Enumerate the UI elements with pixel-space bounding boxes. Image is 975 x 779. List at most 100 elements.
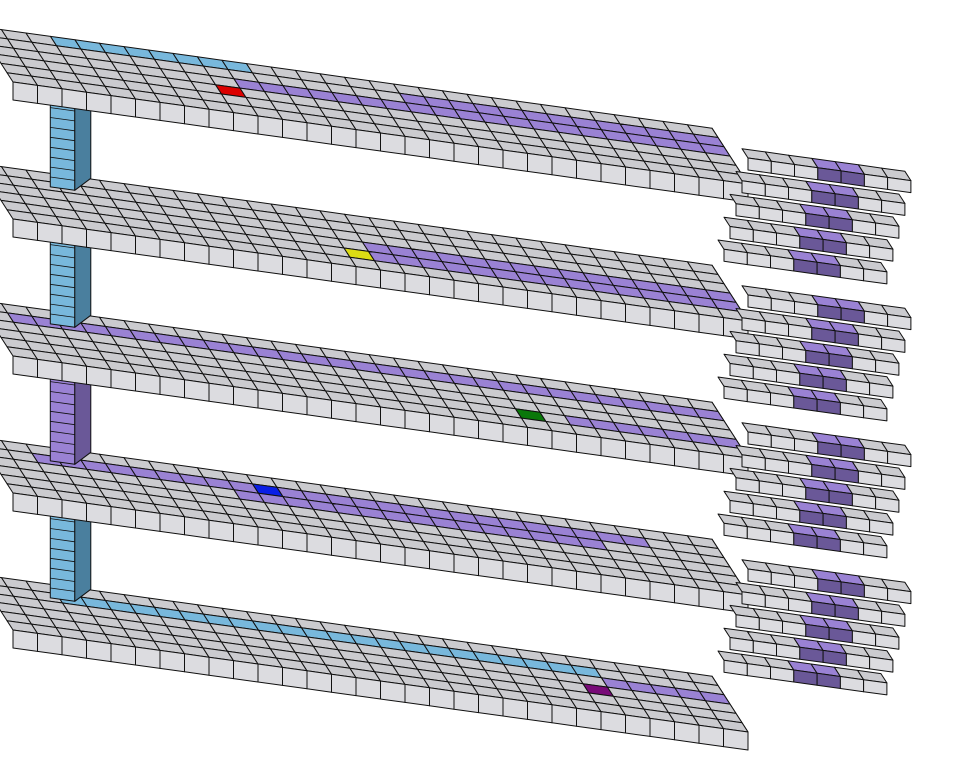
- floor-edge-tile: [12, 355, 38, 378]
- floor-edge-tile: [110, 95, 136, 118]
- floor-edge-tile: [135, 98, 161, 121]
- stair-riser: [881, 473, 906, 490]
- stair-riser: [851, 493, 877, 510]
- floor-edge-tile: [86, 228, 112, 252]
- floor-edge-tile: [674, 173, 700, 196]
- stair-riser: [746, 526, 771, 543]
- stair-riser: [770, 666, 795, 683]
- floor-3: [0, 302, 749, 477]
- floor-edge-tile: [110, 506, 136, 529]
- pillar-step-line: [50, 303, 75, 308]
- floor-edge-tile: [184, 242, 210, 265]
- floor-edge-tile: [159, 649, 185, 673]
- stair-riser: [764, 320, 789, 337]
- stair-riser: [857, 196, 883, 213]
- floor-edge-tile: [625, 166, 651, 189]
- floor-edge-tile: [674, 721, 700, 744]
- floor-edge-tile: [12, 492, 38, 515]
- floor-edge-tile: [380, 269, 406, 292]
- floor-edge-tile: [576, 159, 602, 183]
- floor-edge-tile: [282, 255, 308, 279]
- stair-annex-1: [717, 148, 912, 285]
- pillar-step-line: [50, 381, 75, 386]
- floor-edge-tile: [380, 132, 406, 155]
- stair-riser: [887, 587, 912, 605]
- stair-riser: [839, 402, 865, 419]
- floor-edge-tile: [502, 423, 528, 446]
- floor-edge-tile: [380, 680, 406, 703]
- floor-edge-tile: [625, 714, 651, 737]
- floor-edge-tile: [551, 704, 577, 727]
- stair-riser: [776, 643, 801, 660]
- stair-riser: [869, 382, 894, 399]
- stair-riser: [764, 594, 789, 611]
- floor-edge-tile: [135, 235, 161, 258]
- stair-riser: [845, 242, 871, 259]
- pillar-step-line: [50, 146, 75, 152]
- stair-riser: [887, 450, 912, 468]
- floor-edge-tile: [380, 543, 406, 566]
- stair-riser: [851, 219, 877, 236]
- floor-edge-tile: [404, 409, 430, 433]
- floor-edge-tile: [61, 88, 87, 111]
- pillar-step-line: [50, 410, 75, 416]
- floor-edge-tile: [527, 289, 553, 313]
- floor-edge-tile: [208, 519, 234, 543]
- stair-riser: [788, 597, 813, 614]
- stair-riser: [839, 539, 865, 556]
- pillar-step-line: [50, 420, 75, 426]
- stair-riser: [729, 637, 754, 654]
- pillar-step-line: [50, 547, 75, 553]
- floor-edge-tile: [208, 245, 234, 269]
- floor-edge-tile: [233, 386, 259, 409]
- floor-edge-tile: [37, 221, 63, 245]
- pillar-step-line: [50, 518, 75, 523]
- stair-riser: [747, 431, 772, 448]
- stair-riser: [840, 307, 865, 324]
- stair-riser: [816, 535, 841, 552]
- stair-riser: [851, 356, 877, 373]
- stair-riser: [828, 353, 853, 370]
- stair-riser: [875, 359, 900, 376]
- floor-edge-tile: [429, 687, 455, 710]
- pillar-step-line: [50, 156, 75, 161]
- floor-edge-tile: [135, 509, 161, 532]
- stair-riser: [863, 542, 888, 559]
- stair-riser: [776, 506, 801, 523]
- floor-edge-tile: [404, 135, 430, 159]
- floor-edge-tile: [306, 396, 332, 419]
- stair-riser: [834, 330, 859, 347]
- pillar-step-line: [50, 176, 75, 181]
- pillar-step-line: [50, 264, 75, 269]
- stair-riser: [758, 206, 783, 223]
- floor-edge-tile: [257, 389, 283, 412]
- floor-edge-tile: [527, 700, 553, 724]
- floor-edge-tile: [37, 358, 63, 382]
- floor-edge-tile: [453, 416, 479, 440]
- floor-edge-tile: [12, 81, 38, 104]
- stair-riser: [887, 176, 912, 194]
- floor-edge-tile: [331, 399, 357, 423]
- pillar-step-line: [50, 450, 75, 455]
- floor-edge-tile: [257, 115, 283, 138]
- stair-riser: [817, 304, 842, 321]
- stair-riser: [729, 500, 754, 517]
- stair-riser: [834, 604, 859, 621]
- floor-edge-tile: [12, 629, 38, 652]
- floor-edge-tile: [527, 563, 553, 587]
- floor-edge-tile: [282, 666, 308, 690]
- floor-edge-tile: [527, 426, 553, 450]
- floor-edge-tile: [478, 146, 504, 169]
- floor-edge-tile: [625, 303, 651, 326]
- stair-riser: [746, 663, 771, 680]
- stair-riser: [729, 226, 754, 243]
- pillar-step-line: [50, 273, 75, 279]
- floor-1: [0, 28, 749, 203]
- stair-annex-4: [717, 559, 912, 696]
- floor-edge-tile: [331, 125, 357, 149]
- floor-edge-tile: [429, 550, 455, 573]
- stair-riser: [834, 467, 859, 484]
- floor-edge-tile: [355, 403, 381, 426]
- floor-edge-tile: [502, 286, 528, 309]
